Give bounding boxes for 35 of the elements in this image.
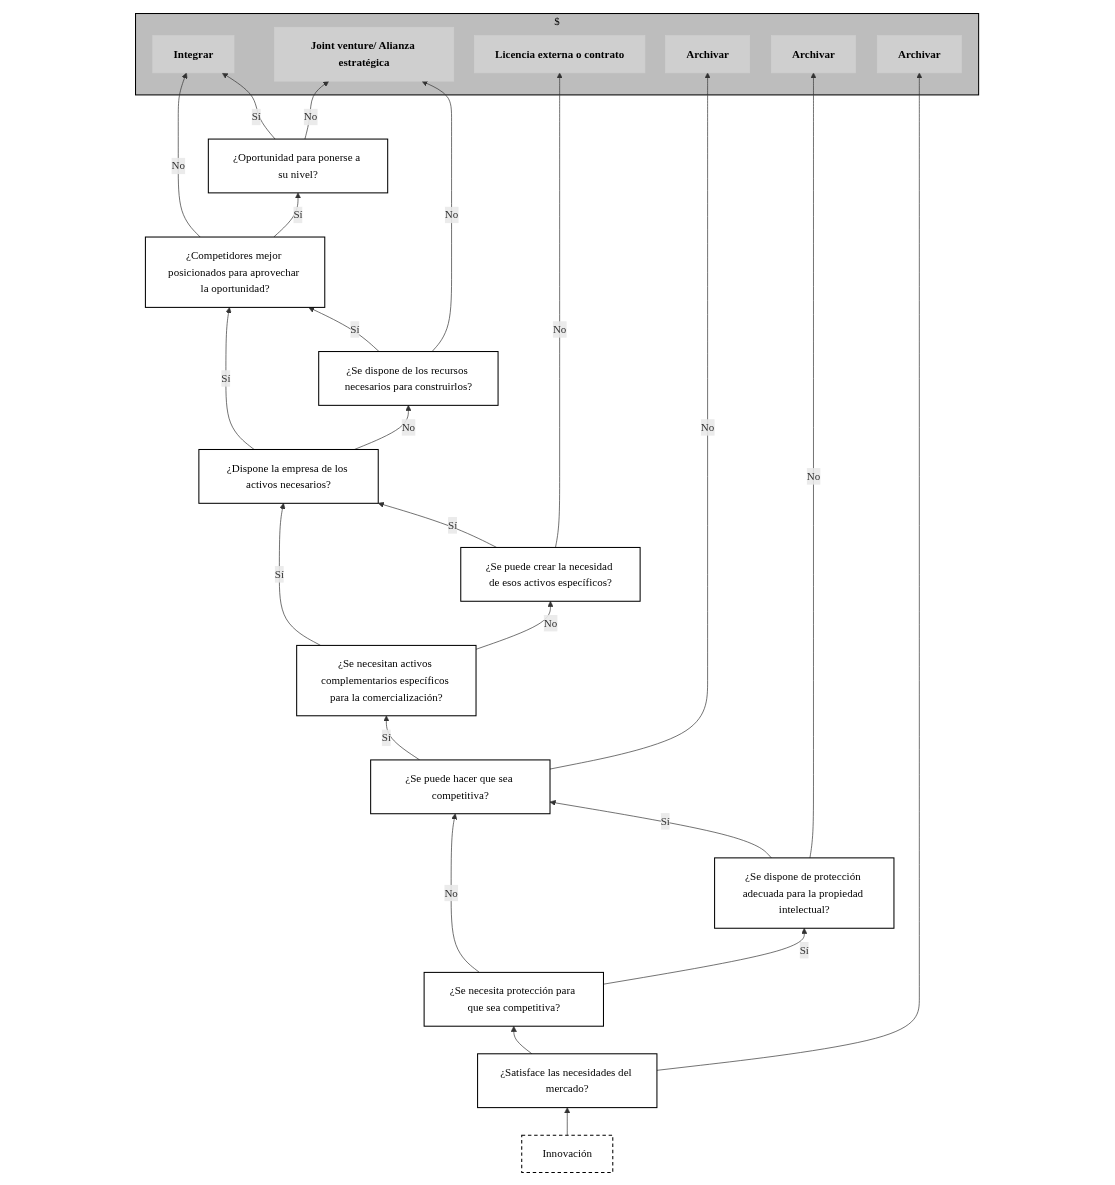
edge-label: Sí: [661, 814, 671, 827]
node-box: ¿Dispone la empresa de los activos necesarios?: [198, 448, 380, 504]
node-box: Archivar: [771, 34, 857, 73]
node-box: ¿Se dispone de los recursos necesarios para construirlos?: [318, 350, 499, 406]
edge-label: No: [445, 208, 459, 220]
edge-label: No: [304, 110, 318, 123]
node-box: ¿Se dispone de protección adecuada para la propiedad intelectual?: [714, 856, 895, 929]
node-box: Integrar: [152, 34, 235, 73]
edge-label: Sí: [275, 567, 285, 580]
node-box: ¿Se necesita protección para que sea competitiva?: [424, 971, 605, 1027]
node-box: Innovación: [521, 1134, 614, 1173]
edge-label: Sí: [800, 943, 810, 956]
node-box: ¿Se puede hacer que sea competitiva?: [370, 758, 551, 814]
edge-label: Sí: [382, 731, 392, 743]
edge-label: No: [701, 420, 715, 433]
node-box: ¿Competidores mejor posicionados para aprovechar la oportunidad?: [145, 236, 326, 308]
edge-label: No: [402, 420, 416, 433]
edge-label: No: [544, 616, 558, 629]
edge-label: Sí: [350, 322, 360, 335]
edge-label: No: [444, 886, 459, 899]
node-box: Joint venture/ Alianza estratégica: [274, 26, 455, 81]
edge-label: Sí: [293, 208, 304, 220]
node-box: ¿Oportunidad para ponerse a su nivel?: [208, 138, 389, 193]
edge-label: Sí: [252, 110, 262, 123]
edge-label: No: [171, 159, 186, 172]
node-box: ¿Se necesitan activos complementarios específicos para la comercialización?: [296, 644, 477, 716]
edge-label: No: [553, 322, 567, 335]
edge-label: No: [807, 469, 821, 482]
edge-label: Sí: [221, 371, 231, 384]
node-box: ¿Satisface las necesidades del mercado?: [477, 1052, 658, 1108]
edge-label: Sí: [448, 518, 458, 531]
node-box: Licencia externa o contrato: [474, 34, 646, 73]
node-box: ¿Se puede crear la necesidad de esos activos específicos?: [460, 546, 642, 602]
node-box: Archivar: [877, 34, 963, 73]
node-box: Archivar: [665, 34, 751, 73]
